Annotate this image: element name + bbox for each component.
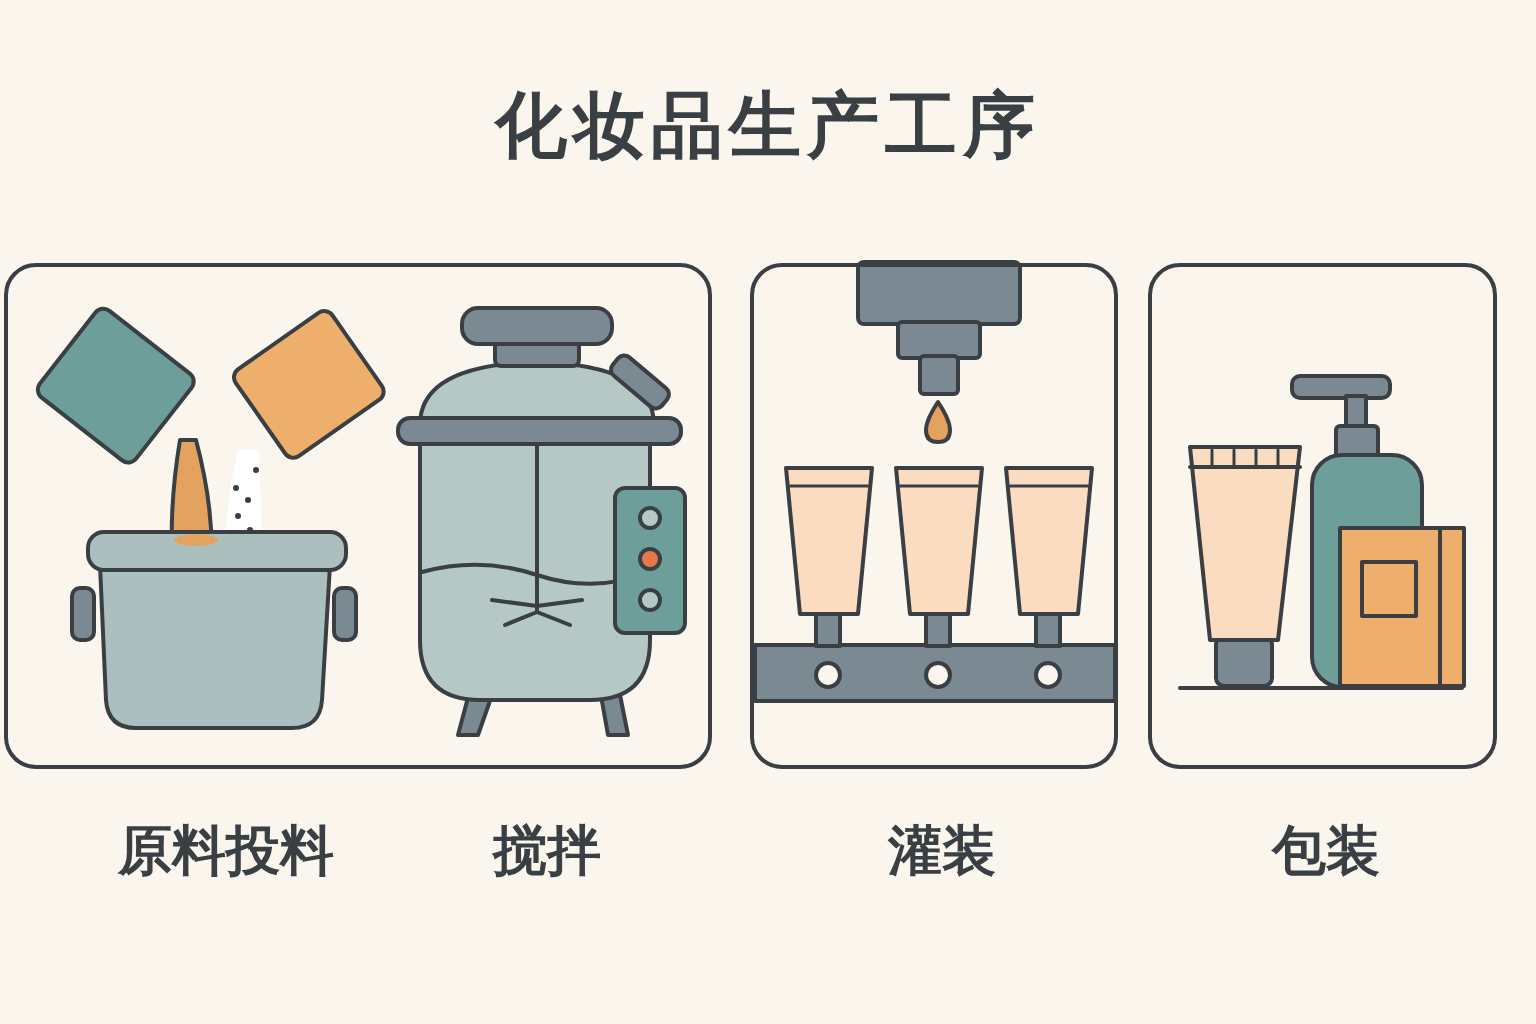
step-label: 灌装 xyxy=(888,815,996,888)
diagram-title: 化妆品生产工序 xyxy=(0,78,1536,174)
mixer-tank xyxy=(398,308,685,735)
step-label: 原料投料 xyxy=(118,815,334,888)
process-panel: 灌装 xyxy=(750,263,1118,769)
step-label: 包装 xyxy=(1272,815,1380,888)
step-label: 搅拌 xyxy=(493,815,601,888)
packed-products xyxy=(1180,376,1464,688)
process-panel: 原料投料搅拌 xyxy=(4,263,712,769)
feeding-pot xyxy=(34,305,388,728)
process-panel: 包装 xyxy=(1148,263,1497,769)
filling-machine xyxy=(755,262,1115,701)
